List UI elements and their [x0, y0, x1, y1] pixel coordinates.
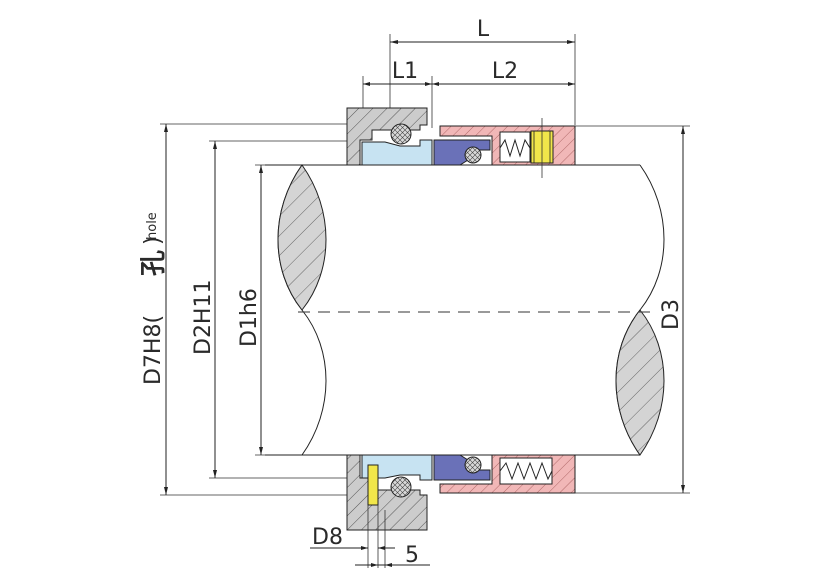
- top-dimensions: L L1 L2: [362, 17, 576, 128]
- label-D7H8: D7H8(: [141, 315, 166, 385]
- label-kong: 孔: [139, 250, 169, 276]
- label-L1: L1: [392, 59, 418, 84]
- label-5: 5: [405, 543, 419, 568]
- bottom-dimensions: D8 5: [310, 505, 430, 568]
- label-close-paren: ): [141, 236, 166, 245]
- label-D1h6: D1h6: [237, 288, 262, 347]
- label-L2: L2: [492, 59, 518, 84]
- right-dimension: D3: [575, 125, 690, 494]
- left-dimensions: D7H8( 孔 ) hole D2H11 D1h6: [139, 123, 350, 496]
- label-L: L: [477, 17, 490, 42]
- label-hole: hole: [145, 212, 160, 240]
- top-seal: [346, 107, 576, 178]
- label-D8: D8: [312, 525, 343, 550]
- shaft: [265, 164, 665, 456]
- label-D3: D3: [659, 299, 684, 330]
- label-D2H11: D2H11: [191, 280, 216, 355]
- bottom-seal: [346, 454, 576, 531]
